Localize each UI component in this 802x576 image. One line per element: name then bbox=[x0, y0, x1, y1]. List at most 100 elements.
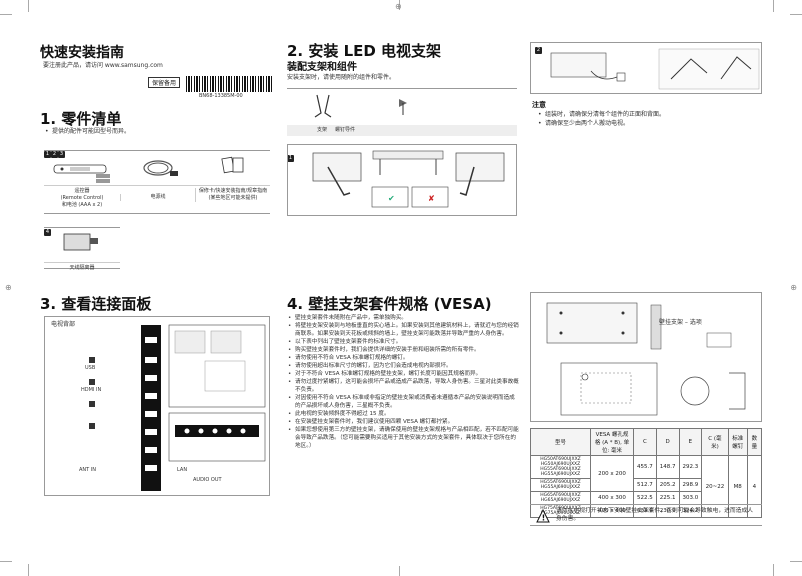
e-cell: 303.0 bbox=[678, 491, 703, 505]
install-subtitle: 装配支架和组件 bbox=[287, 62, 357, 73]
power-cord-cell bbox=[120, 151, 195, 185]
screw-cell: M8 bbox=[727, 455, 748, 518]
e-cell: 292.3 bbox=[678, 455, 703, 479]
wall-mount-label: 壁挂支架 – 选项 bbox=[659, 319, 702, 326]
e-cell: 324.2 bbox=[678, 504, 703, 518]
vesa-bullet: 对因使用不符合 VESA 标准或非指定的壁挂支架或消费者未遵循本产品的安装说明而… bbox=[287, 394, 519, 410]
documents-label: 保修卡/快速安装指南/规章指南 (某些地区可能未提供) bbox=[195, 188, 270, 202]
page-title: 快速安装指南 bbox=[40, 45, 124, 61]
step-badge: 1 bbox=[287, 155, 294, 162]
model-cell: HG55AT690UJXXZ HG55AJ690UJXXZ bbox=[530, 478, 591, 492]
crop-mark bbox=[0, 14, 12, 15]
note-item: 请确保至少由两个人搬动电视。 bbox=[537, 119, 665, 128]
badge: 1 bbox=[44, 151, 51, 158]
table-row: HG75AT690UJXXZ HG75AJ690UJXXZ 400 x 400 … bbox=[530, 504, 762, 518]
vesa-bullet: 将壁挂支架安装到与地板垂直的实心墙上。如果安装到其他建筑材料上，请就近与您的经销… bbox=[287, 322, 519, 338]
note-item: 组装时，请确保分清每个组件的正面和背面。 bbox=[537, 110, 665, 119]
badge: 3 bbox=[58, 151, 65, 158]
usb-label: USB bbox=[85, 365, 96, 371]
svg-text:✔: ✔ bbox=[388, 194, 395, 203]
header-cell: D bbox=[655, 428, 680, 456]
e-cell: 298.9 bbox=[678, 478, 703, 492]
register-note: 要注册此产品，请访问 www.samsung.com bbox=[43, 62, 163, 69]
vesa-bullet: 壁挂支架套件未随附在产品中，需单独购买。 bbox=[287, 314, 519, 322]
vesa-bullet-list: 壁挂支架套件未随附在产品中，需单独购买。 将壁挂支架安装到与地板垂直的实心墙上。… bbox=[287, 314, 519, 450]
components-table: 遥控器 (Remote Control) 和电池 (AAA x 2) 电源线 保… bbox=[44, 150, 270, 214]
stand-parts-table: 支架 螺钉导件 bbox=[287, 88, 517, 136]
hdmi-label: HDMI IN bbox=[81, 387, 102, 393]
ir-cell: 天线隔离器 bbox=[44, 227, 120, 271]
header-cell: E bbox=[678, 428, 703, 456]
c-cell: 455.7 bbox=[633, 455, 657, 479]
note-title: 注意 bbox=[532, 101, 546, 109]
stand-label: 支架 bbox=[317, 127, 328, 133]
registration-mark: ⊕ bbox=[5, 283, 12, 292]
vesa-cell: 400 x 300 bbox=[589, 491, 635, 505]
vesa-bullet: 在安装壁挂支架套件时，我们建议使用四颗 VESA 螺钉都拧紧。 bbox=[287, 418, 519, 426]
panel-title: 3. 查看连接面板 bbox=[40, 295, 152, 313]
ant-in-label: ANT IN bbox=[79, 467, 97, 473]
d-cell: 148.7 bbox=[655, 455, 680, 479]
components-note: 提供的配件可能因型号而异。 bbox=[44, 127, 130, 136]
vesa-bullet: 以下表中列出了壁挂支架套件的标准尺寸。 bbox=[287, 338, 519, 346]
vesa-bullet: 此电视的安装倾斜度不得超过 15 度。 bbox=[287, 410, 519, 418]
d-cell: 205.2 bbox=[655, 478, 680, 492]
warning-text: 请勿在电视打开状态下安装壁挂支架套件，否则可能会导致触电，进而造成人身伤害。 bbox=[556, 508, 754, 522]
vesa-cell: 400 x 400 bbox=[589, 504, 635, 518]
audio-out-label: AUDIO OUT bbox=[193, 477, 222, 483]
remote-cell bbox=[44, 151, 120, 185]
crop-mark bbox=[28, 0, 29, 12]
registration-mark: ⊕ bbox=[790, 283, 797, 292]
header-cell: 标准螺钉 bbox=[727, 428, 748, 456]
wall-mount-diagram: 壁挂支架 – 选项 bbox=[530, 292, 762, 422]
part-number: BN68-13385M-00 bbox=[199, 93, 243, 99]
stand-install-illustration: ✔ ✘ bbox=[312, 150, 505, 208]
vesa-cell: 200 x 200 bbox=[589, 455, 635, 492]
remote-icon bbox=[53, 164, 110, 183]
remote-label: 遥控器 (Remote Control) 和电池 (AAA x 2) bbox=[60, 188, 104, 208]
vesa-bullet: 如果您想使用第三方的壁挂支架，请确保使用的壁挂支架规格与产品相匹配，若不匹配可能… bbox=[287, 426, 519, 450]
header-cell: C bbox=[633, 428, 657, 456]
vesa-title: 4. 壁挂支架套件规格 (VESA) bbox=[287, 295, 492, 313]
qty-cell: 4 bbox=[746, 455, 763, 518]
crop-mark bbox=[399, 566, 400, 576]
badge: 2 bbox=[51, 151, 58, 158]
rear-panel-illustration bbox=[89, 324, 266, 491]
header-cell: VESA 螺孔规格 (A * B), 单位: 毫米 bbox=[589, 428, 635, 456]
table-row: HG50AT690UJXXZ HG50AJ690UJXXZ HG55AT690U… bbox=[530, 455, 763, 518]
note-list: 组装时，请确保分清每个组件的正面和背面。 请确保至少由两个人搬动电视。 bbox=[537, 110, 665, 128]
vesa-bullet: 对于不符合 VESA 标准螺钉规格的壁挂支架，螺钉长度可能因其规格而异。 bbox=[287, 370, 519, 378]
crop-mark bbox=[790, 561, 802, 562]
power-cord-icon bbox=[143, 160, 178, 176]
cable-connect-illustration bbox=[550, 48, 760, 90]
stand-parts-icon bbox=[314, 94, 407, 118]
crop-mark bbox=[28, 564, 29, 576]
c-cell: 512.7 bbox=[633, 478, 657, 492]
ir-extender-icon bbox=[63, 233, 98, 251]
components-title: 1. 零件清单 bbox=[40, 110, 122, 128]
model-cell: HG50AT690UJXXZ HG50AJ690UJXXZ HG55AT690U… bbox=[530, 455, 591, 479]
crop-mark bbox=[773, 564, 774, 576]
components-note-list: 提供的配件可能因型号而异。 bbox=[44, 127, 130, 136]
barcode bbox=[186, 76, 272, 92]
lan-label: LAN bbox=[177, 467, 188, 473]
d-cell: 230.9 bbox=[655, 504, 680, 518]
connection-panel-diagram: 电视背部 USB HDMI IN LAN AUDIO OUT ANT IN bbox=[44, 316, 270, 496]
crop-mark bbox=[773, 0, 774, 12]
install-title: 2. 安装 LED 电视支架 bbox=[287, 42, 442, 60]
warning-icon: ! bbox=[536, 509, 550, 523]
step2-diagram: 2 bbox=[530, 42, 762, 94]
vesa-bullet: 请勿使用不符合 VESA 标准螺钉规格的螺钉。 bbox=[287, 354, 519, 362]
crop-mark bbox=[0, 561, 12, 562]
keep-label: 保留备用 bbox=[148, 77, 181, 88]
crop-mark bbox=[790, 14, 802, 15]
crop-mark bbox=[399, 0, 400, 10]
power-cord-label: 电源线 bbox=[120, 194, 195, 201]
documents-cell bbox=[195, 151, 270, 185]
model-cell: HG65AT690UJXXZ HG65AJ690UJXXZ bbox=[530, 491, 591, 505]
header-cell: 数量 bbox=[746, 428, 763, 456]
step1-diagram: ✔ ✘ bbox=[287, 144, 517, 216]
vesa-bullet: 请勿使用超出标准尺寸的螺钉，因为它们会造成电视内部损坏。 bbox=[287, 362, 519, 370]
header-cell: C (毫米) bbox=[701, 428, 729, 456]
